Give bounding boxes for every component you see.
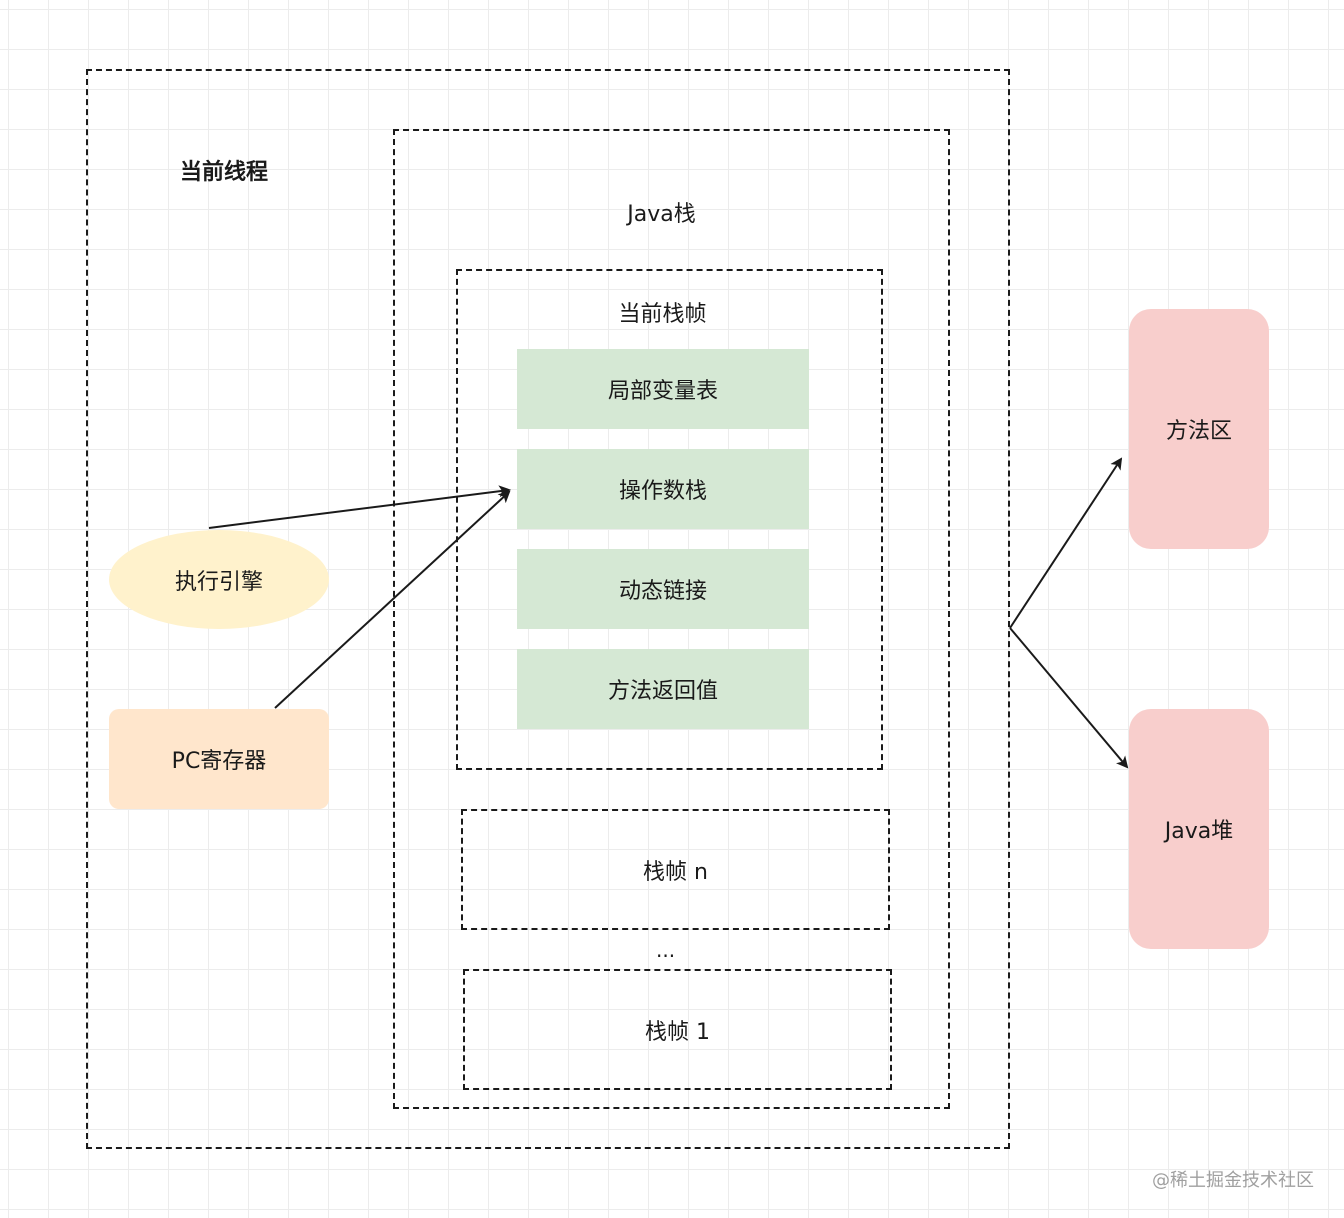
java-heap: Java堆 <box>1129 709 1269 949</box>
frame-1-box: 栈帧 1 <box>463 969 892 1090</box>
execution-engine-label: 执行引擎 <box>174 569 263 595</box>
java-stack-title: Java栈 <box>627 202 696 227</box>
current-frame-container <box>456 269 883 770</box>
method-return-value: 方法返回值 <box>517 649 809 729</box>
thread-title: 当前线程 <box>180 160 269 185</box>
dynamic-linking: 动态链接 <box>517 549 809 629</box>
arrow-engine-to-operand-stack <box>208 485 511 529</box>
frame-n-label: 栈帧 n <box>643 859 708 885</box>
arrow-pc-to-operand-stack <box>274 490 511 709</box>
pc-register-label: PC寄存器 <box>171 749 267 774</box>
arrow-thread-to-method-area <box>1009 457 1123 629</box>
arrow-thread-to-java-heap <box>1009 627 1129 769</box>
frame-1-label: 栈帧 1 <box>645 1019 710 1045</box>
watermark: @稀土掘金技术社区 <box>1152 1170 1314 1191</box>
java-heap-label: Java堆 <box>1164 819 1234 844</box>
operand-stack: 操作数栈 <box>517 449 809 529</box>
method-area-label: 方法区 <box>1165 419 1232 444</box>
current-frame-title: 当前栈帧 <box>618 302 707 327</box>
method-area: 方法区 <box>1129 309 1269 549</box>
frame-n-box: 栈帧 n <box>461 809 890 930</box>
local-variable-table: 局部变量表 <box>517 349 809 429</box>
pc-register: PC寄存器 <box>109 709 329 809</box>
frame-ellipsis: ... <box>656 938 676 962</box>
execution-engine: 执行引擎 <box>109 530 329 629</box>
java-stack-container <box>393 129 950 1109</box>
thread-container <box>86 69 1010 1149</box>
